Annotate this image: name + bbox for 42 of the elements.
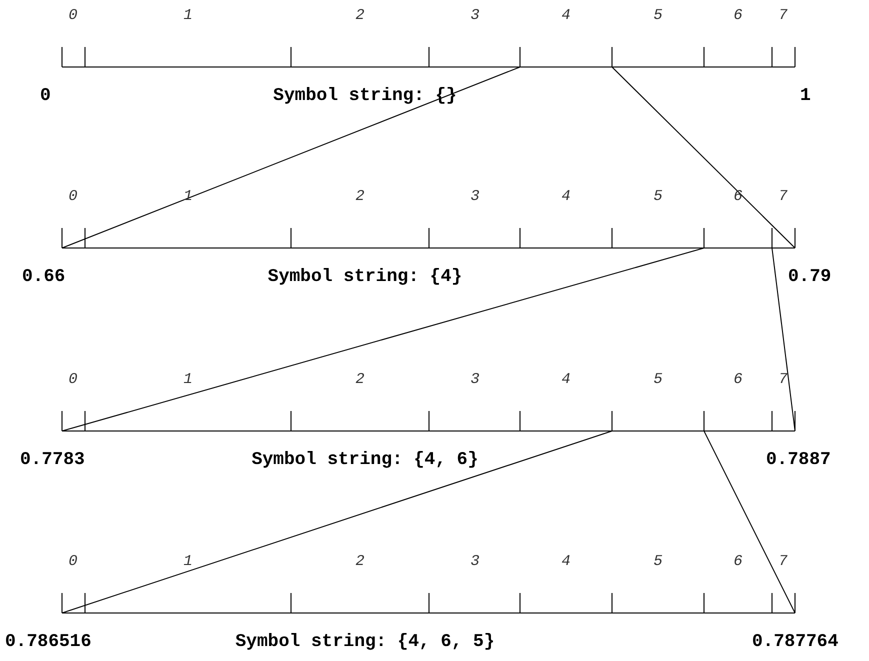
tick-label: 7 xyxy=(778,553,788,570)
tick-label: 0 xyxy=(68,188,78,205)
tick-label: 2 xyxy=(356,7,364,24)
bound-value: 0.79 xyxy=(788,267,832,287)
bound-value: 0.786516 xyxy=(5,632,92,652)
tick-label: 5 xyxy=(654,7,662,24)
tick-label: 2 xyxy=(356,553,364,570)
tick-label: 1 xyxy=(184,553,192,570)
tick-label: 5 xyxy=(654,371,662,388)
tick-label: 7 xyxy=(778,371,788,388)
tick-label: 0 xyxy=(68,371,78,388)
tick-label: 5 xyxy=(654,188,662,205)
tick-label: 2 xyxy=(356,371,364,388)
tick-label: 3 xyxy=(470,188,480,205)
tick-label: 7 xyxy=(778,188,788,205)
tick-label: 3 xyxy=(470,553,480,570)
tick-label: 4 xyxy=(562,7,570,24)
tick-label: 3 xyxy=(470,371,480,388)
tick-label: 7 xyxy=(778,7,788,24)
bound-value: 1 xyxy=(800,86,811,106)
bound-value: 0.787764 xyxy=(752,632,838,652)
bound-value: 0 xyxy=(40,86,51,106)
tick-label: 0 xyxy=(68,553,78,570)
tick-label: 1 xyxy=(184,7,192,24)
tick-label: 4 xyxy=(562,371,570,388)
tick-label: 5 xyxy=(654,553,662,570)
tick-label: 0 xyxy=(68,7,78,24)
tick-label: 2 xyxy=(356,188,364,205)
tick-label: 6 xyxy=(734,7,742,24)
bound-value: 0.7887 xyxy=(766,450,831,470)
tick-label: 3 xyxy=(470,7,480,24)
bound-value: 0.66 xyxy=(22,267,66,287)
tick-label: 4 xyxy=(562,188,570,205)
symbol-string: Symbol string: {4} xyxy=(268,267,462,287)
tick-label: 6 xyxy=(734,553,742,570)
symbol-string: Symbol string: {4, 6, 5} xyxy=(235,632,495,652)
tick-label: 6 xyxy=(734,188,742,205)
symbol-string: Symbol string: {4, 6} xyxy=(252,450,478,470)
tick-label: 4 xyxy=(562,553,570,570)
bound-value: 0.7783 xyxy=(20,450,85,470)
tick-label: 1 xyxy=(184,371,192,388)
tick-label: 6 xyxy=(734,371,742,388)
